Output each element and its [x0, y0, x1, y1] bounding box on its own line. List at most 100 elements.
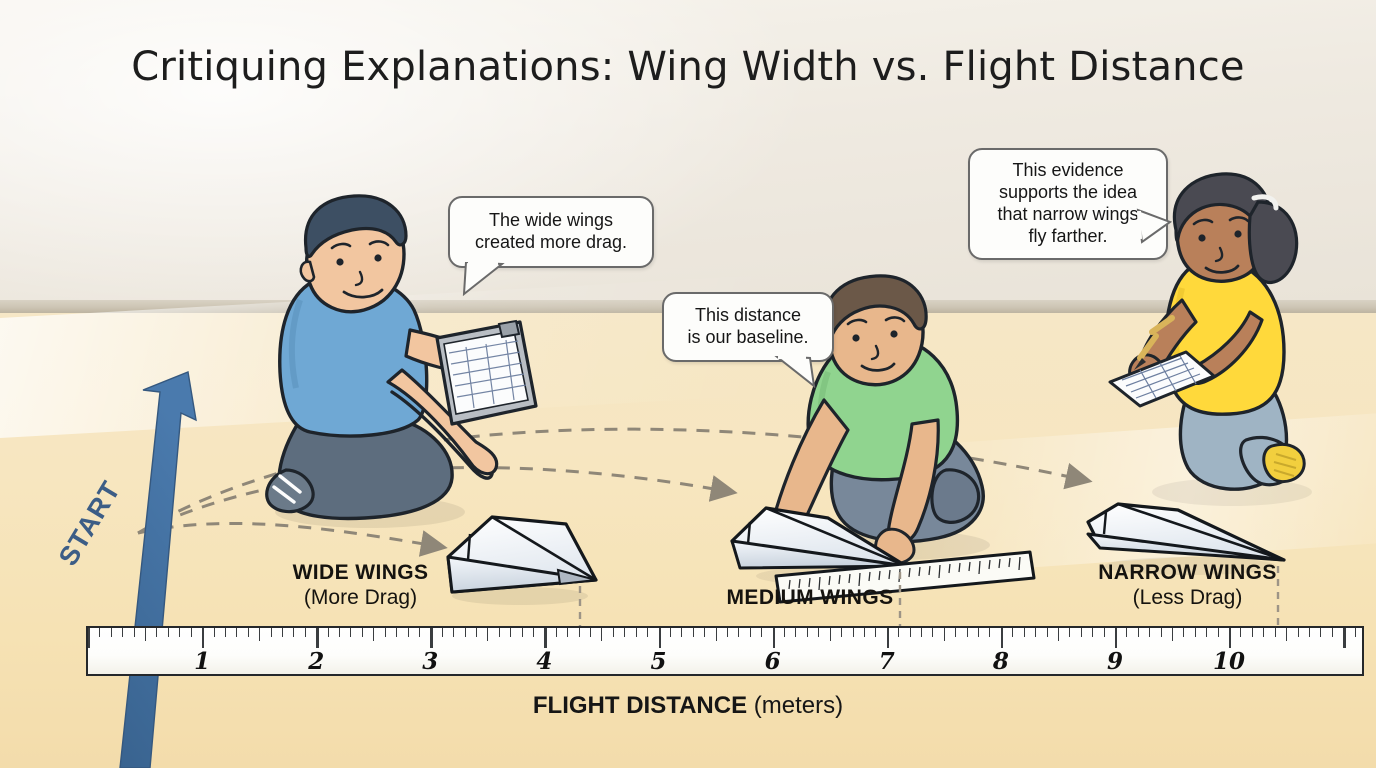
ruler-tick-label: 1 [194, 648, 211, 675]
ruler-minor-tick [339, 628, 341, 637]
ruler-major-tick [316, 628, 319, 648]
ruler-minor-tick [213, 628, 215, 637]
ruler-tick-label: 4 [536, 648, 553, 675]
ruler-minor-tick [1069, 628, 1071, 637]
ruler-minor-tick [1320, 628, 1322, 637]
ruler-minor-tick [761, 628, 763, 637]
plane-narrow [1086, 502, 1286, 575]
label-narrow-line-2: (Less Drag) [1132, 586, 1243, 609]
bubble-baseline-line-2: is our baseline. [687, 326, 809, 347]
label-wide-line-2: (More Drag) [303, 586, 418, 609]
ruler-minor-tick [1194, 628, 1196, 637]
ruler-minor-tick [418, 628, 420, 637]
ruler-minor-tick [167, 628, 169, 637]
ruler-minor-tick [978, 628, 980, 637]
label-wide-wings: WIDE WINGS (More Drag) [258, 561, 463, 610]
ruler-minor-tick [669, 628, 671, 637]
ruler-minor-tick [259, 628, 261, 641]
ruler-major-tick [1114, 628, 1118, 648]
ruler-minor-tick [179, 628, 181, 637]
ruler-major-tick [886, 628, 890, 648]
ruler-minor-tick [1137, 628, 1139, 637]
bubble-wide-tail [462, 262, 505, 296]
ruler-minor-tick [1092, 628, 1094, 637]
ruler-major-tick [1229, 628, 1232, 648]
ruler-minor-tick [898, 628, 900, 637]
ruler-minor-tick [1308, 628, 1310, 637]
ruler-tick-label: 8 [992, 648, 1009, 675]
ruler-minor-tick [407, 628, 409, 637]
label-narrow-wings: NARROW WINGS (Less Drag) [1085, 561, 1290, 610]
axis-label-bold: FLIGHT DISTANCE [532, 692, 748, 719]
ruler-minor-tick [110, 628, 112, 637]
ruler-minor-tick [841, 628, 843, 637]
plane-wide [446, 515, 598, 605]
bubble-evidence-line-2: supports the idea [998, 181, 1138, 202]
ruler-major-tick [88, 628, 91, 648]
bubble-evidence-line-1: This evidence [1012, 160, 1124, 180]
ruler-minor-tick [145, 628, 147, 641]
ruler-minor-tick [270, 628, 272, 637]
bubble-evidence-line-3: that narrow wings [997, 203, 1139, 224]
ruler-minor-tick [1251, 628, 1253, 637]
ruler-minor-tick [738, 628, 740, 637]
bubble-baseline: This distance is our baseline. [662, 292, 834, 389]
ruler-minor-tick [909, 628, 911, 637]
ruler-minor-tick [567, 628, 569, 637]
ruler-minor-tick [453, 628, 455, 637]
ruler-minor-tick [327, 628, 329, 637]
label-medium-wings: MEDIUM WINGS [710, 586, 910, 610]
ruler-minor-tick [624, 628, 626, 637]
ruler-minor-tick [1286, 628, 1288, 641]
ruler-minor-tick [224, 628, 226, 637]
ruler-minor-tick [1160, 628, 1162, 637]
ruler-minor-tick [635, 628, 637, 637]
ruler-minor-tick [1172, 628, 1174, 641]
ruler-minor-tick [863, 628, 865, 637]
ruler-minor-tick [510, 628, 512, 637]
ruler-minor-tick [99, 628, 101, 637]
ruler-minor-tick [715, 628, 717, 641]
ruler-minor-tick [487, 628, 489, 641]
ruler-minor-tick [1035, 628, 1037, 637]
ruler-minor-tick [1183, 628, 1185, 637]
ruler-minor-tick [1240, 628, 1242, 637]
ruler-minor-tick [806, 628, 808, 637]
ruler-minor-tick [361, 628, 363, 637]
page-title: Critiquing Explanations: Wing Width vs. … [131, 44, 1245, 90]
ruler-tick-label: 7 [878, 648, 895, 675]
ruler-major-tick [202, 628, 205, 648]
ruler-minor-tick [989, 628, 991, 637]
ruler-minor-tick [1206, 628, 1208, 637]
ruler-tick-label: 6 [764, 648, 781, 675]
ruler-minor-tick [533, 628, 535, 637]
ruler-minor-tick [1012, 628, 1014, 637]
label-narrow-line-1: NARROW WINGS [1098, 561, 1277, 584]
ruler-minor-tick [384, 628, 386, 637]
ruler-major-tick [772, 628, 776, 648]
ruler-minor-tick [829, 628, 831, 641]
ruler-minor-tick [578, 628, 580, 637]
ruler-minor-tick [955, 628, 957, 637]
ruler-minor-tick [396, 628, 398, 637]
ruler-minor-tick [590, 628, 592, 637]
ruler-minor-tick [304, 628, 306, 637]
ruler-tick-label: 9 [1106, 648, 1123, 675]
ruler-minor-tick [784, 628, 786, 637]
ruler-minor-tick [1080, 628, 1082, 637]
ruler-minor-tick [612, 628, 614, 637]
ruler-minor-tick [464, 628, 466, 637]
ruler-minor-tick [920, 628, 922, 637]
ruler-tick-label: 2 [308, 648, 325, 675]
ruler-minor-tick [236, 628, 238, 637]
ruler-minor-tick [122, 628, 124, 637]
ruler-minor-tick [1149, 628, 1151, 637]
ruler-major-tick [430, 628, 433, 648]
ruler-minor-tick [727, 628, 728, 637]
ruler-minor-tick [1297, 628, 1299, 637]
flight-path-wide [137, 521, 448, 557]
bubble-baseline-tail [774, 356, 816, 389]
ruler-minor-tick [281, 628, 283, 637]
bubble-wide-wings: The wide wings created more drag. [448, 196, 654, 296]
bubble-evidence: This evidence supports the idea that nar… [968, 148, 1173, 260]
